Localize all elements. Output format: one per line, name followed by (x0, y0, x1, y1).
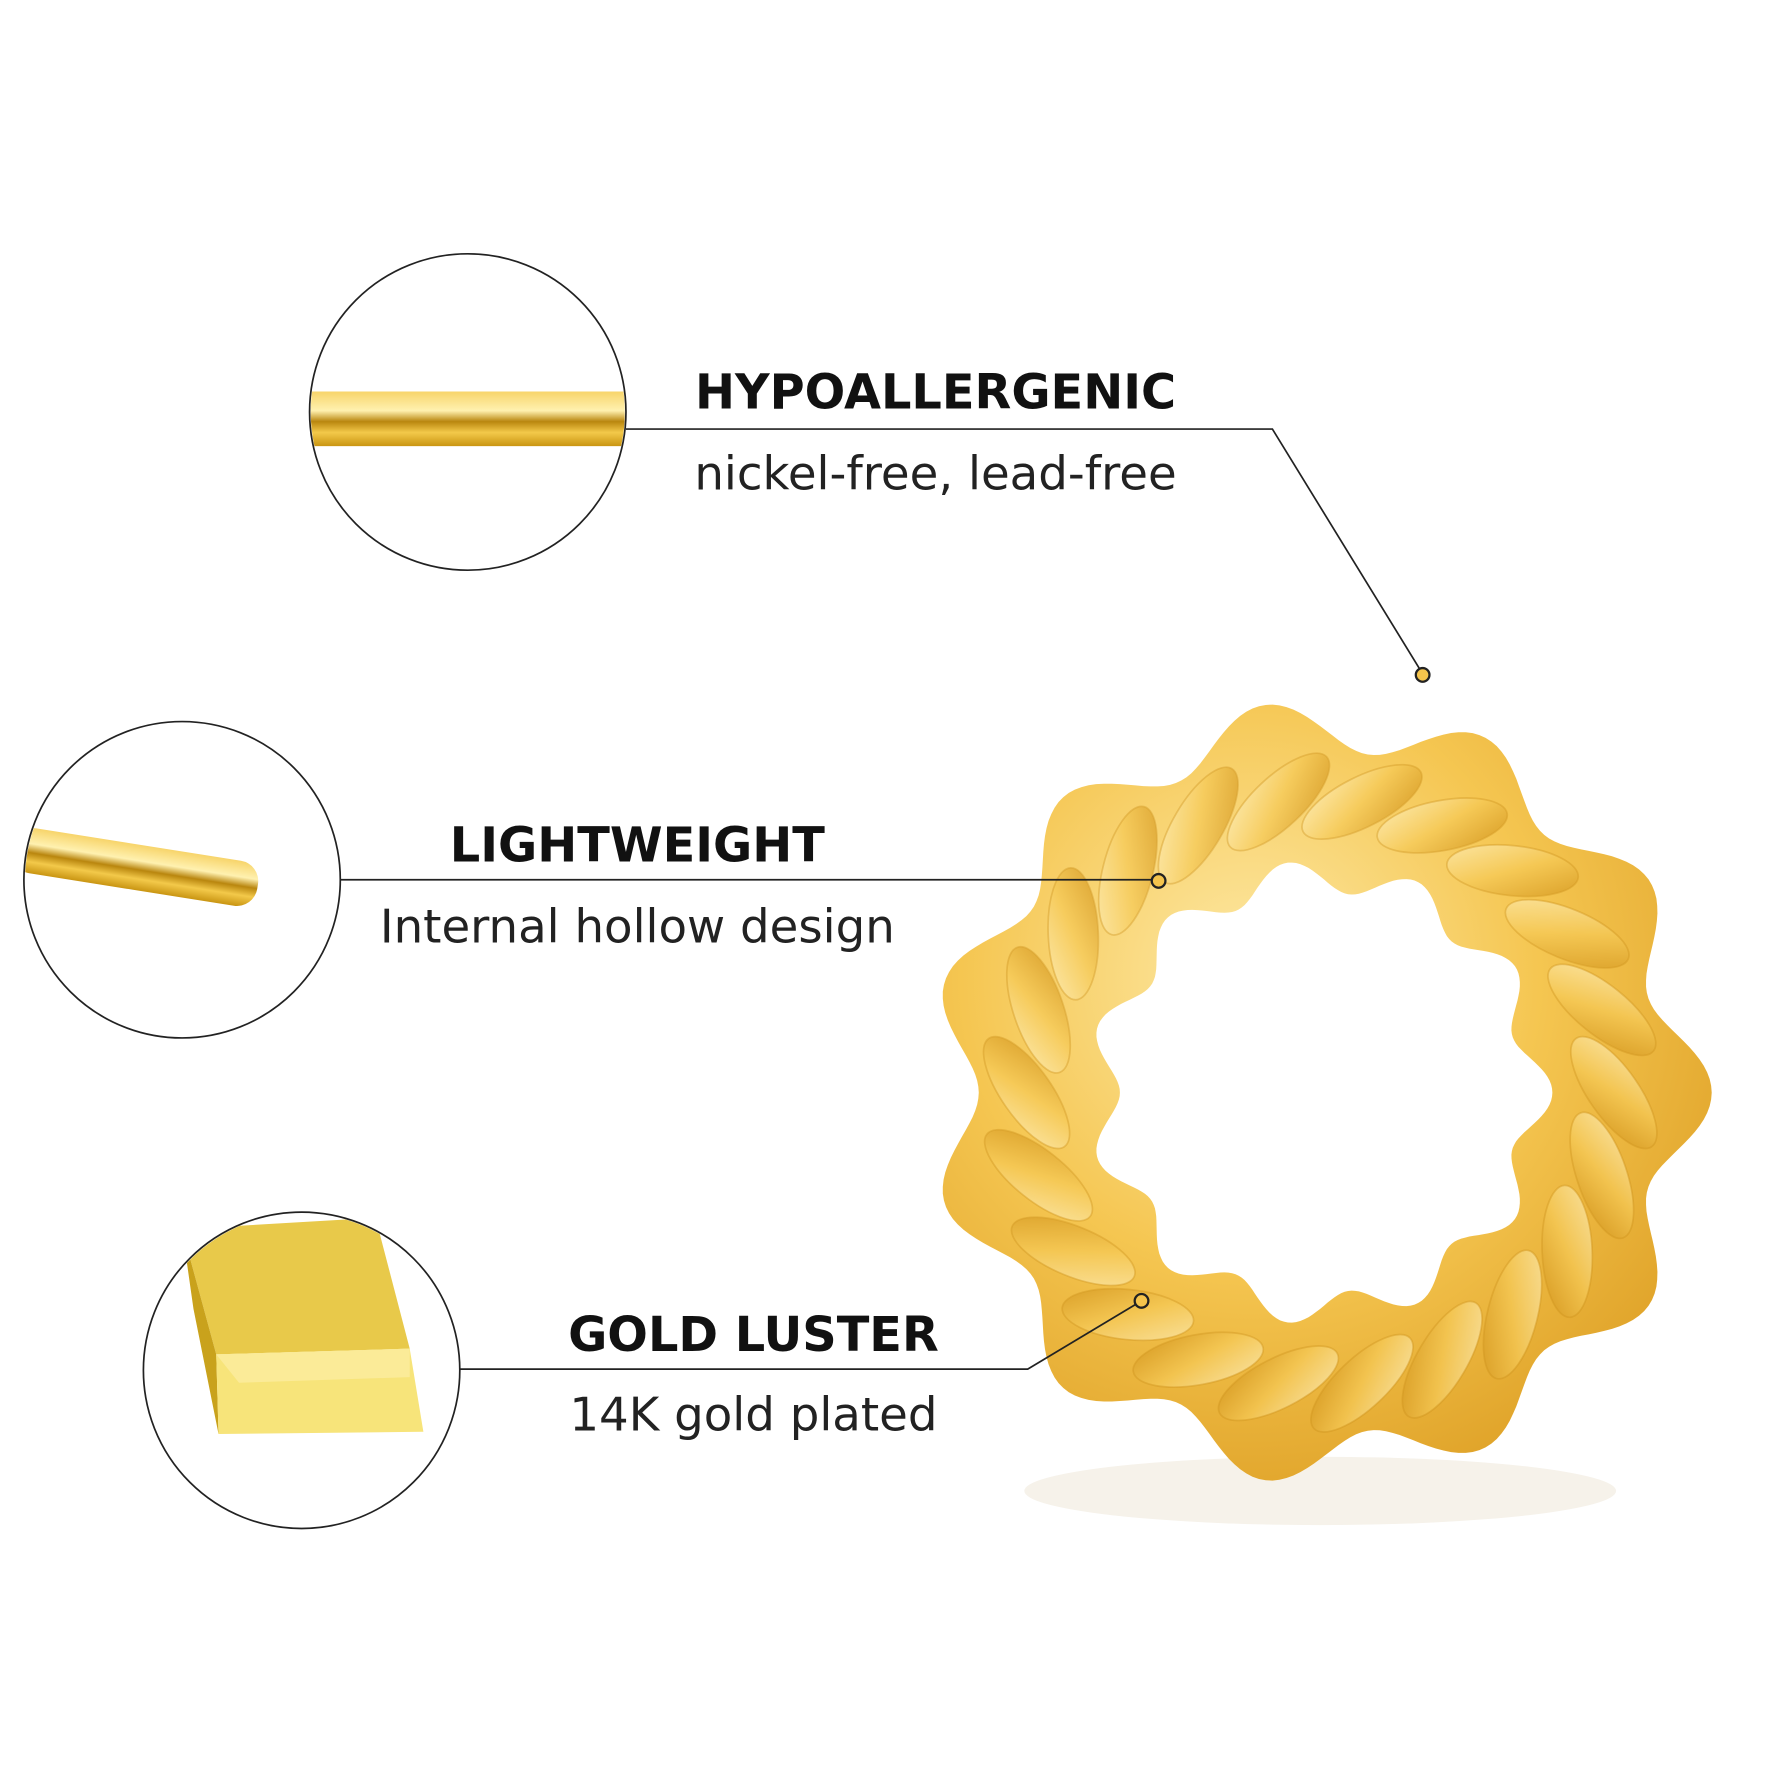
feature-hypoallergenic: HYPOALLERGENIC nickel-free, lead-free (308, 252, 1431, 683)
ring-twist-segment (1445, 843, 1580, 898)
ring-twist-segment (1010, 1216, 1136, 1287)
ring-twist-segment (1569, 1111, 1635, 1240)
ring-twist-segment (982, 1035, 1071, 1150)
ring-twist-segment (1132, 1331, 1265, 1388)
gold-bar-icon (182, 1217, 424, 1435)
twisted-ring-image (942, 704, 1712, 1481)
ring-twist-segment (1005, 945, 1072, 1074)
ring-twist-segment (1376, 797, 1509, 854)
feature-lightweight: LIGHTWEIGHT Internal hollow design (23, 720, 1167, 1039)
callout-dot (1150, 872, 1167, 889)
feature-title: LIGHTWEIGHT (450, 819, 825, 874)
callout-dot (1133, 1292, 1150, 1309)
feature-title: HYPOALLERGENIC (695, 366, 1176, 421)
ring-twist-segment (1310, 1333, 1414, 1433)
callout-line (459, 1300, 1142, 1370)
feature-title: GOLD LUSTER (568, 1308, 939, 1363)
ring-twist-segment (1047, 866, 1100, 1001)
ring-twist-segment (1061, 1287, 1195, 1342)
ring-twist-segment (1541, 1184, 1594, 1319)
feature-subtitle: Internal hollow design (380, 900, 895, 954)
hollow-wire-icon (25, 828, 259, 906)
ring-twist-segment (1504, 898, 1630, 969)
ring-twist-segment (1482, 1249, 1543, 1380)
ring-twist-segment (1547, 963, 1657, 1057)
ring-twist-segment (1226, 752, 1331, 852)
feature-subtitle: 14K gold plated (569, 1389, 937, 1443)
feature-gold-luster: GOLD LUSTER 14K gold plated (142, 1211, 1150, 1530)
callout-dot (1414, 666, 1431, 683)
ring-twist-segment (1217, 1345, 1340, 1422)
ring-twist-segment (1401, 1300, 1483, 1419)
ring-twist-segment (1569, 1035, 1658, 1150)
ring-twist-segment (983, 1128, 1094, 1222)
ring-twist-segment (1301, 763, 1423, 840)
feature-subtitle: nickel-free, lead-free (694, 447, 1176, 501)
callout-line (625, 428, 1424, 675)
ring-reflection (1024, 1456, 1617, 1526)
gold-wire-icon (310, 391, 625, 447)
